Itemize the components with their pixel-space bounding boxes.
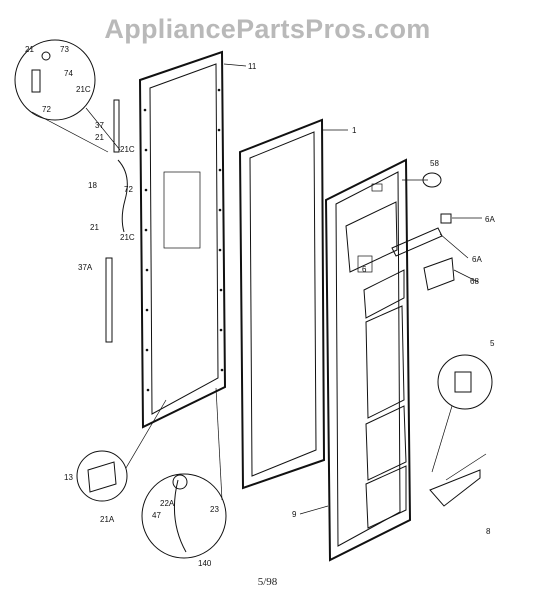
callout-37: 37 <box>95 121 104 130</box>
callout-8: 8 <box>486 527 491 536</box>
callout-74: 74 <box>64 69 73 78</box>
callout-6a-mid: 6A <box>472 255 482 264</box>
callout-21-a: 21 <box>25 45 34 54</box>
door-gasket <box>238 118 326 490</box>
door-screw-holes <box>143 88 224 392</box>
callout-68: 68 <box>470 277 479 286</box>
callout-140: 140 <box>198 559 212 568</box>
callout-21a: 21A <box>100 515 115 524</box>
callout-5: 5 <box>490 339 495 348</box>
callout-47: 47 <box>152 511 161 520</box>
hinge-bar-18 <box>105 99 128 343</box>
callout-21c-c: 21C <box>120 233 135 242</box>
leader-lines <box>223 63 487 515</box>
detail-circle-top <box>14 39 121 153</box>
callout-58: 58 <box>430 159 439 168</box>
callout-21-c: 21 <box>90 223 99 232</box>
callout-6a-top: 6A <box>485 215 495 224</box>
callout-13: 13 <box>64 473 73 482</box>
callout-11: 11 <box>248 62 257 71</box>
callout-1: 1 <box>352 126 357 135</box>
callout-9: 9 <box>292 510 297 519</box>
callout-72-b: 72 <box>124 185 133 194</box>
callout-23: 23 <box>210 505 219 514</box>
detail-circle-5 <box>431 354 493 473</box>
callout-21c-a: 21C <box>76 85 91 94</box>
page-code: 5/98 <box>257 576 278 588</box>
detail-circle-13 <box>76 399 167 502</box>
callout-73: 73 <box>60 45 69 54</box>
callout-21-b: 21 <box>95 133 104 142</box>
callout-18: 18 <box>88 181 97 190</box>
callout-6: 6 <box>362 265 367 274</box>
detail-circle-wiring <box>141 387 227 559</box>
watermark: AppliancePartsPros.com <box>104 14 431 44</box>
callout-22a: 22A <box>160 499 175 508</box>
callout-labels: 11 1 58 6A 6A 68 6 5 8 9 21 73 74 21C 72… <box>25 45 495 568</box>
callout-37a: 37A <box>78 263 93 272</box>
callout-21c-b: 21C <box>120 145 135 154</box>
inner-door-liner <box>324 158 412 562</box>
callout-72-a: 72 <box>42 105 51 114</box>
outer-door-panel <box>138 50 227 429</box>
dispenser-parts <box>391 172 481 507</box>
